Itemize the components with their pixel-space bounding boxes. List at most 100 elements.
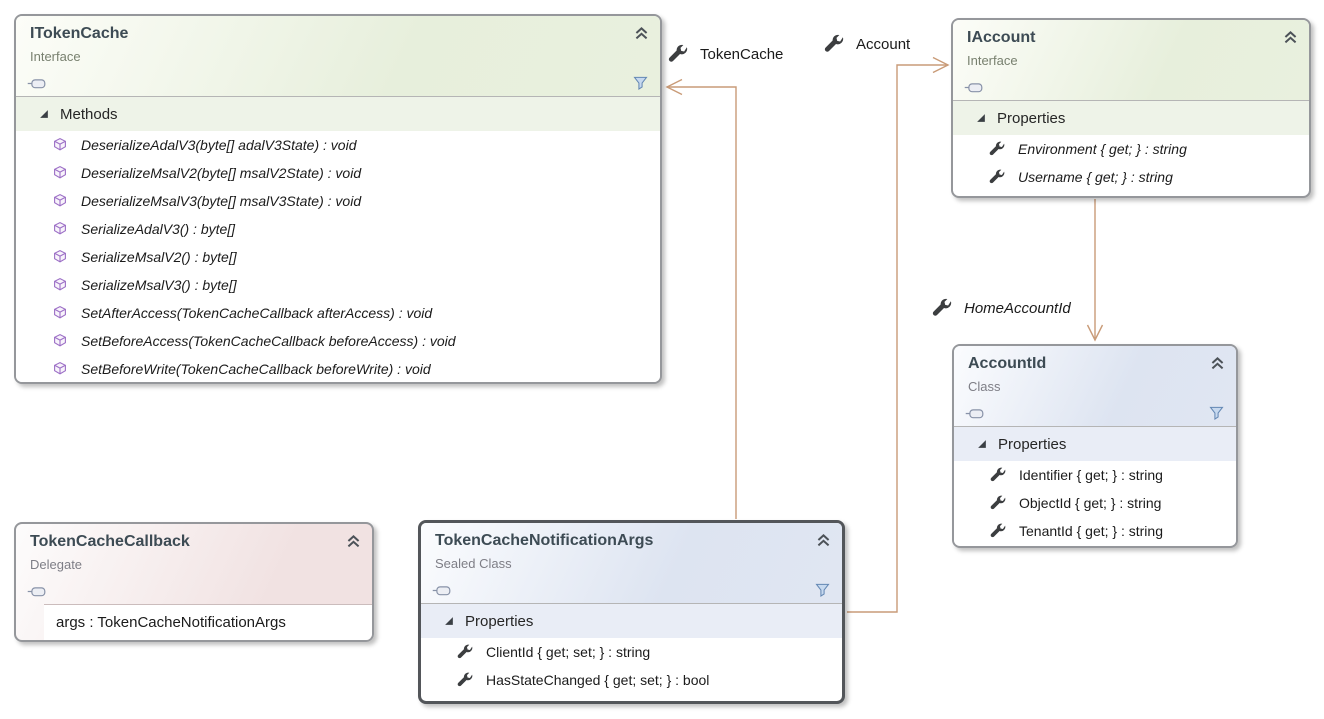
method-icon <box>54 222 66 235</box>
connector-label-account[interactable]: Account <box>824 34 910 54</box>
method-icon <box>54 166 66 179</box>
expand-members-icon[interactable] <box>26 586 47 598</box>
method-icon <box>54 250 66 263</box>
property-wrench-icon <box>457 644 473 659</box>
member-row[interactable]: Identifier { get; } : string <box>954 461 1236 489</box>
collapse-chevron-icon[interactable] <box>633 25 650 42</box>
member-text: SetBeforeWrite(TokenCacheCallback before… <box>81 361 431 377</box>
box-header: AccountId Class <box>954 346 1236 427</box>
member-text: args : TokenCacheNotificationArgs <box>56 614 286 631</box>
collapse-chevron-icon[interactable] <box>815 532 832 549</box>
member-text: DeserializeMsalV3(byte[] msalV3State) : … <box>81 193 362 209</box>
expander-triangle-icon[interactable] <box>39 109 49 119</box>
class-box-accountid[interactable]: AccountId Class Properties Identifier { … <box>952 344 1238 548</box>
property-wrench-icon <box>989 169 1005 184</box>
collapse-chevron-icon[interactable] <box>1282 29 1299 46</box>
delegate-signature-panel[interactable]: args : TokenCacheNotificationArgs <box>44 604 372 640</box>
expand-members-icon[interactable] <box>26 78 47 90</box>
section-label: Methods <box>60 105 118 123</box>
member-row[interactable]: SerializeMsalV3() : byte[] <box>16 271 660 299</box>
member-text: SerializeAdalV3() : byte[] <box>81 221 236 237</box>
box-header: TokenCacheCallback Delegate <box>16 524 372 604</box>
member-text: SetBeforeAccess(TokenCacheCallback befor… <box>81 333 456 349</box>
member-row[interactable]: SerializeMsalV2() : byte[] <box>16 243 660 271</box>
section-label: Properties <box>997 109 1066 127</box>
class-box-tokencachenotificationargs[interactable]: TokenCacheNotificationArgs Sealed Class … <box>418 520 845 704</box>
member-row[interactable]: SetAfterAccess(TokenCacheCallback afterA… <box>16 299 660 327</box>
box-subtitle: Interface <box>30 49 81 64</box>
member-text: Identifier { get; } : string <box>1019 467 1163 483</box>
member-row[interactable]: ClientId { get; set; } : string <box>421 638 842 666</box>
section-header-properties[interactable]: Properties <box>421 604 842 638</box>
method-icon <box>54 138 66 151</box>
connector-label-text: TokenCache <box>700 45 784 63</box>
property-wrench-icon <box>932 298 952 316</box>
member-row[interactable]: DeserializeMsalV3(byte[] msalV3State) : … <box>16 187 660 215</box>
member-row[interactable]: Environment { get; } : string <box>953 135 1309 163</box>
member-text: Environment { get; } : string <box>1018 141 1187 157</box>
collapse-chevron-icon[interactable] <box>345 533 362 550</box>
member-text: SerializeMsalV2() : byte[] <box>81 249 237 265</box>
member-row[interactable]: DeserializeMsalV2(byte[] msalV2State) : … <box>16 159 660 187</box>
expand-members-icon[interactable] <box>963 82 984 94</box>
class-box-tokencachecallback[interactable]: TokenCacheCallback Delegate args : Token… <box>14 522 374 642</box>
member-text: SerializeMsalV3() : byte[] <box>81 277 237 293</box>
expander-triangle-icon[interactable] <box>977 439 987 449</box>
member-text: Username { get; } : string <box>1018 169 1173 185</box>
connector-label-text: Account <box>856 35 911 53</box>
filter-icon[interactable] <box>815 582 830 598</box>
member-text: ClientId { get; set; } : string <box>486 644 651 660</box>
expand-members-icon[interactable] <box>431 585 452 597</box>
expander-triangle-icon[interactable] <box>976 113 986 123</box>
connector-label-homeaccountid[interactable]: HomeAccountId <box>932 298 1071 318</box>
class-box-itokencache[interactable]: ITokenCache Interface Methods Deserializ… <box>14 14 662 384</box>
filter-icon[interactable] <box>1209 405 1224 421</box>
box-header: ITokenCache Interface <box>16 16 660 97</box>
expand-members-icon[interactable] <box>964 408 985 420</box>
member-row[interactable]: HasStateChanged { get; set; } : bool <box>421 666 842 694</box>
method-icon <box>54 278 66 291</box>
property-wrench-icon <box>457 672 473 687</box>
connector-account-line <box>847 64 948 613</box>
member-row[interactable]: SetBeforeAccess(TokenCacheCallback befor… <box>16 327 660 355</box>
box-subtitle: Interface <box>967 53 1018 68</box>
collapse-chevron-icon[interactable] <box>1209 355 1226 372</box>
member-row[interactable]: ObjectId { get; } : string <box>954 489 1236 517</box>
box-title: ITokenCache <box>30 25 129 42</box>
member-row[interactable]: TenantId { get; } : string <box>954 517 1236 545</box>
box-title: AccountId <box>968 355 1047 372</box>
property-wrench-icon <box>990 467 1006 482</box>
member-row[interactable]: DeserializeAdalV3(byte[] adalV3State) : … <box>16 131 660 159</box>
section-header-properties[interactable]: Properties <box>953 101 1309 135</box>
member-text: ObjectId { get; } : string <box>1019 495 1162 511</box>
property-wrench-icon <box>668 44 688 62</box>
box-title: TokenCacheNotificationArgs <box>435 532 654 549</box>
box-title: TokenCacheCallback <box>30 533 190 550</box>
section-header-methods[interactable]: Methods <box>16 97 660 131</box>
box-subtitle: Delegate <box>30 557 83 572</box>
connector-label-tokencache[interactable]: TokenCache <box>668 44 783 64</box>
expander-triangle-icon[interactable] <box>444 616 454 626</box>
member-text: TenantId { get; } : string <box>1019 523 1163 539</box>
connector-label-text: HomeAccountId <box>964 299 1071 317</box>
property-wrench-icon <box>989 141 1005 156</box>
section-label: Properties <box>998 435 1067 453</box>
member-row[interactable]: Username { get; } : string <box>953 163 1309 191</box>
box-subtitle: Sealed Class <box>435 556 512 571</box>
member-row[interactable]: SerializeAdalV3() : byte[] <box>16 215 660 243</box>
class-box-iaccount[interactable]: IAccount Interface Properties Environmen… <box>951 18 1311 198</box>
box-header: IAccount Interface <box>953 20 1309 101</box>
property-wrench-icon <box>824 34 844 52</box>
connector-homeaccountid-arrowhead <box>1086 324 1104 342</box>
method-icon <box>54 194 66 207</box>
box-title: IAccount <box>967 29 1036 46</box>
section-header-properties[interactable]: Properties <box>954 427 1236 461</box>
member-text: DeserializeAdalV3(byte[] adalV3State) : … <box>81 137 357 153</box>
member-row[interactable]: SetBeforeWrite(TokenCacheCallback before… <box>16 355 660 382</box>
connector-account-arrowhead <box>932 56 950 74</box>
member-text: SetAfterAccess(TokenCacheCallback afterA… <box>81 305 433 321</box>
filter-icon[interactable] <box>633 75 648 91</box>
box-header: TokenCacheNotificationArgs Sealed Class <box>421 523 842 604</box>
